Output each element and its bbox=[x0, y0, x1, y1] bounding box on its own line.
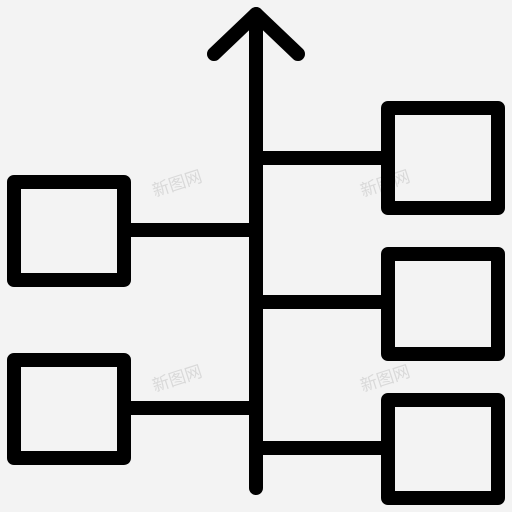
node-box-left-2 bbox=[7, 353, 131, 465]
node-box-right-3 bbox=[381, 393, 505, 505]
watermark-group: 新图网 新图网 新图网 新图网 bbox=[150, 167, 413, 397]
watermark: 新图网 bbox=[358, 362, 413, 397]
arrow-head-icon bbox=[207, 7, 305, 61]
node-box-left-1 bbox=[7, 175, 131, 287]
node-box-right-1 bbox=[381, 101, 505, 215]
node-box-right-2 bbox=[381, 247, 505, 361]
watermark: 新图网 bbox=[150, 362, 205, 397]
watermark: 新图网 bbox=[150, 167, 205, 202]
